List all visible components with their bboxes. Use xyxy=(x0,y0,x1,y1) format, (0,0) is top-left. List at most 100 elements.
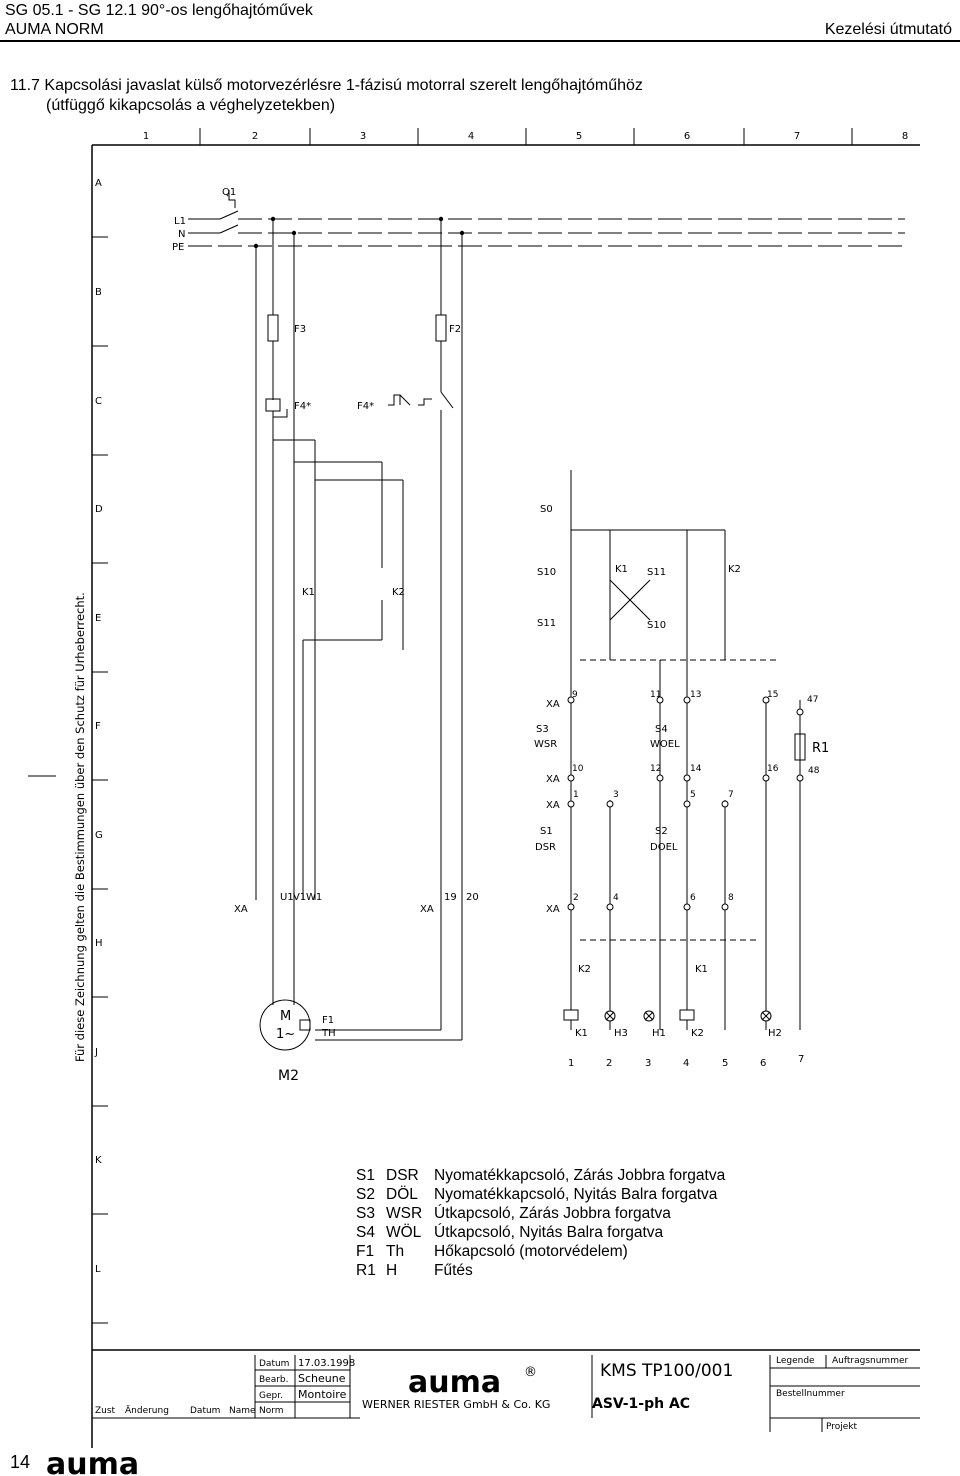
svg-text:13: 13 xyxy=(690,690,701,700)
svg-text:Datum: Datum xyxy=(190,1406,220,1416)
svg-text:Bestellnummer: Bestellnummer xyxy=(776,1389,845,1399)
column-labels: 1 2 3 4 5 6 7 8 xyxy=(143,131,908,142)
svg-text:N: N xyxy=(178,229,185,240)
svg-text:KMS TP100/001: KMS TP100/001 xyxy=(600,1361,733,1381)
col-label: 1 xyxy=(143,131,149,142)
svg-text:10: 10 xyxy=(572,764,584,774)
svg-text:XA: XA xyxy=(546,699,560,710)
drawing-frame xyxy=(91,144,920,1448)
svg-text:F3: F3 xyxy=(294,324,306,335)
col-label: 2 xyxy=(252,131,258,142)
svg-text:DSR: DSR xyxy=(535,842,556,853)
svg-text:K1: K1 xyxy=(615,564,628,575)
row-label: E xyxy=(95,613,101,624)
svg-text:XA: XA xyxy=(546,774,560,785)
lamps-coils xyxy=(563,696,804,1022)
svg-text:S2: S2 xyxy=(655,826,668,837)
svg-text:Projekt: Projekt xyxy=(826,1422,858,1432)
svg-text:S11: S11 xyxy=(647,567,666,578)
svg-text:V1: V1 xyxy=(293,892,306,903)
svg-text:K1: K1 xyxy=(695,964,708,975)
fuse-f3 xyxy=(267,219,279,400)
column-ticks xyxy=(199,128,853,145)
svg-text:M2: M2 xyxy=(278,1068,299,1084)
svg-text:3: 3 xyxy=(645,1058,651,1069)
supply-feeds xyxy=(188,190,239,234)
svg-text:Zust: Zust xyxy=(95,1406,116,1416)
svg-text:S4: S4 xyxy=(655,724,668,735)
svg-text:Name: Name xyxy=(229,1406,256,1416)
svg-text:3: 3 xyxy=(613,790,619,800)
svg-text:Änderung: Änderung xyxy=(125,1405,169,1416)
svg-text:5: 5 xyxy=(722,1058,728,1069)
svg-text:48: 48 xyxy=(808,766,820,776)
svg-text:4: 4 xyxy=(613,893,619,903)
row-label: D xyxy=(95,504,103,515)
svg-text:K2: K2 xyxy=(392,587,405,598)
row-label: L xyxy=(95,1264,101,1275)
svg-text:Datum: Datum xyxy=(259,1359,289,1369)
supply-bus xyxy=(188,218,905,247)
svg-text:2: 2 xyxy=(573,893,579,903)
svg-text:H3: H3 xyxy=(614,1028,628,1039)
lamp-crosses xyxy=(605,1011,771,1021)
svg-text:®: ® xyxy=(524,1365,537,1380)
col-label: 7 xyxy=(794,131,800,142)
row-label: J xyxy=(94,1047,98,1058)
svg-text:S10: S10 xyxy=(537,567,556,578)
col-label: 3 xyxy=(360,131,366,142)
svg-text:R1: R1 xyxy=(812,741,829,756)
fuse-f2 xyxy=(435,219,454,568)
svg-text:1: 1 xyxy=(568,1058,574,1069)
svg-text:F4*: F4* xyxy=(294,401,311,412)
svg-text:19: 19 xyxy=(444,892,457,903)
svg-text:6: 6 xyxy=(690,893,696,903)
row-ticks xyxy=(28,236,108,1324)
svg-text:W1: W1 xyxy=(306,892,322,903)
svg-text:L1: L1 xyxy=(174,216,186,227)
svg-text:K1: K1 xyxy=(302,587,315,598)
col-label: 8 xyxy=(902,131,908,142)
copyright-note: Für diese Zeichnung gelten die Bestimmun… xyxy=(73,592,87,1062)
svg-text:17.03.1998: 17.03.1998 xyxy=(298,1358,355,1369)
svg-text:XA: XA xyxy=(420,904,434,915)
page-title: 11.7 Kapcsolási javaslat külső motorvezé… xyxy=(10,77,643,94)
col-label: 6 xyxy=(684,131,690,142)
col-label: 5 xyxy=(576,131,582,142)
svg-text:F1: F1 xyxy=(322,1015,334,1026)
page-number: 14 xyxy=(10,1452,31,1472)
header-manual: Kezelési útmutató xyxy=(824,21,952,38)
dashed-links xyxy=(580,659,780,941)
svg-text:9: 9 xyxy=(572,690,578,700)
svg-text:TH: TH xyxy=(321,1028,336,1039)
page-subtitle: (útfüggő kikapcsolás a véghelyzetekben) xyxy=(46,97,336,114)
header-norm: AUMA NORM xyxy=(5,21,104,38)
thermal-f4 xyxy=(265,394,432,418)
svg-text:ASV-1-ph AC: ASV-1-ph AC xyxy=(592,1396,690,1412)
svg-text:XA: XA xyxy=(546,904,560,915)
title-block-text: Zust Änderung Datum Name Datum 17.03.199… xyxy=(95,1356,908,1432)
svg-text:16: 16 xyxy=(767,764,779,774)
fuse-labels: F3 F2 F4* F4* xyxy=(294,324,461,412)
title-block-frame xyxy=(92,1355,920,1432)
row-label: H xyxy=(95,938,103,949)
svg-text:14: 14 xyxy=(690,764,702,774)
svg-text:2: 2 xyxy=(606,1058,612,1069)
q1-label: Q1 xyxy=(222,187,236,198)
svg-text:S3: S3 xyxy=(536,724,549,735)
svg-text:1~: 1~ xyxy=(276,1027,295,1042)
auma-logo: auma xyxy=(408,1365,501,1400)
svg-text:7: 7 xyxy=(728,790,734,800)
svg-text:12: 12 xyxy=(650,764,661,774)
svg-text:K2: K2 xyxy=(691,1028,704,1039)
row-label: A xyxy=(95,178,102,189)
svg-text:WSR: WSR xyxy=(534,739,557,750)
svg-text:4: 4 xyxy=(683,1058,689,1069)
row-labels: A B C D E F G H J K L xyxy=(94,178,103,1275)
row-label: C xyxy=(95,396,102,407)
svg-text:PE: PE xyxy=(172,242,184,253)
